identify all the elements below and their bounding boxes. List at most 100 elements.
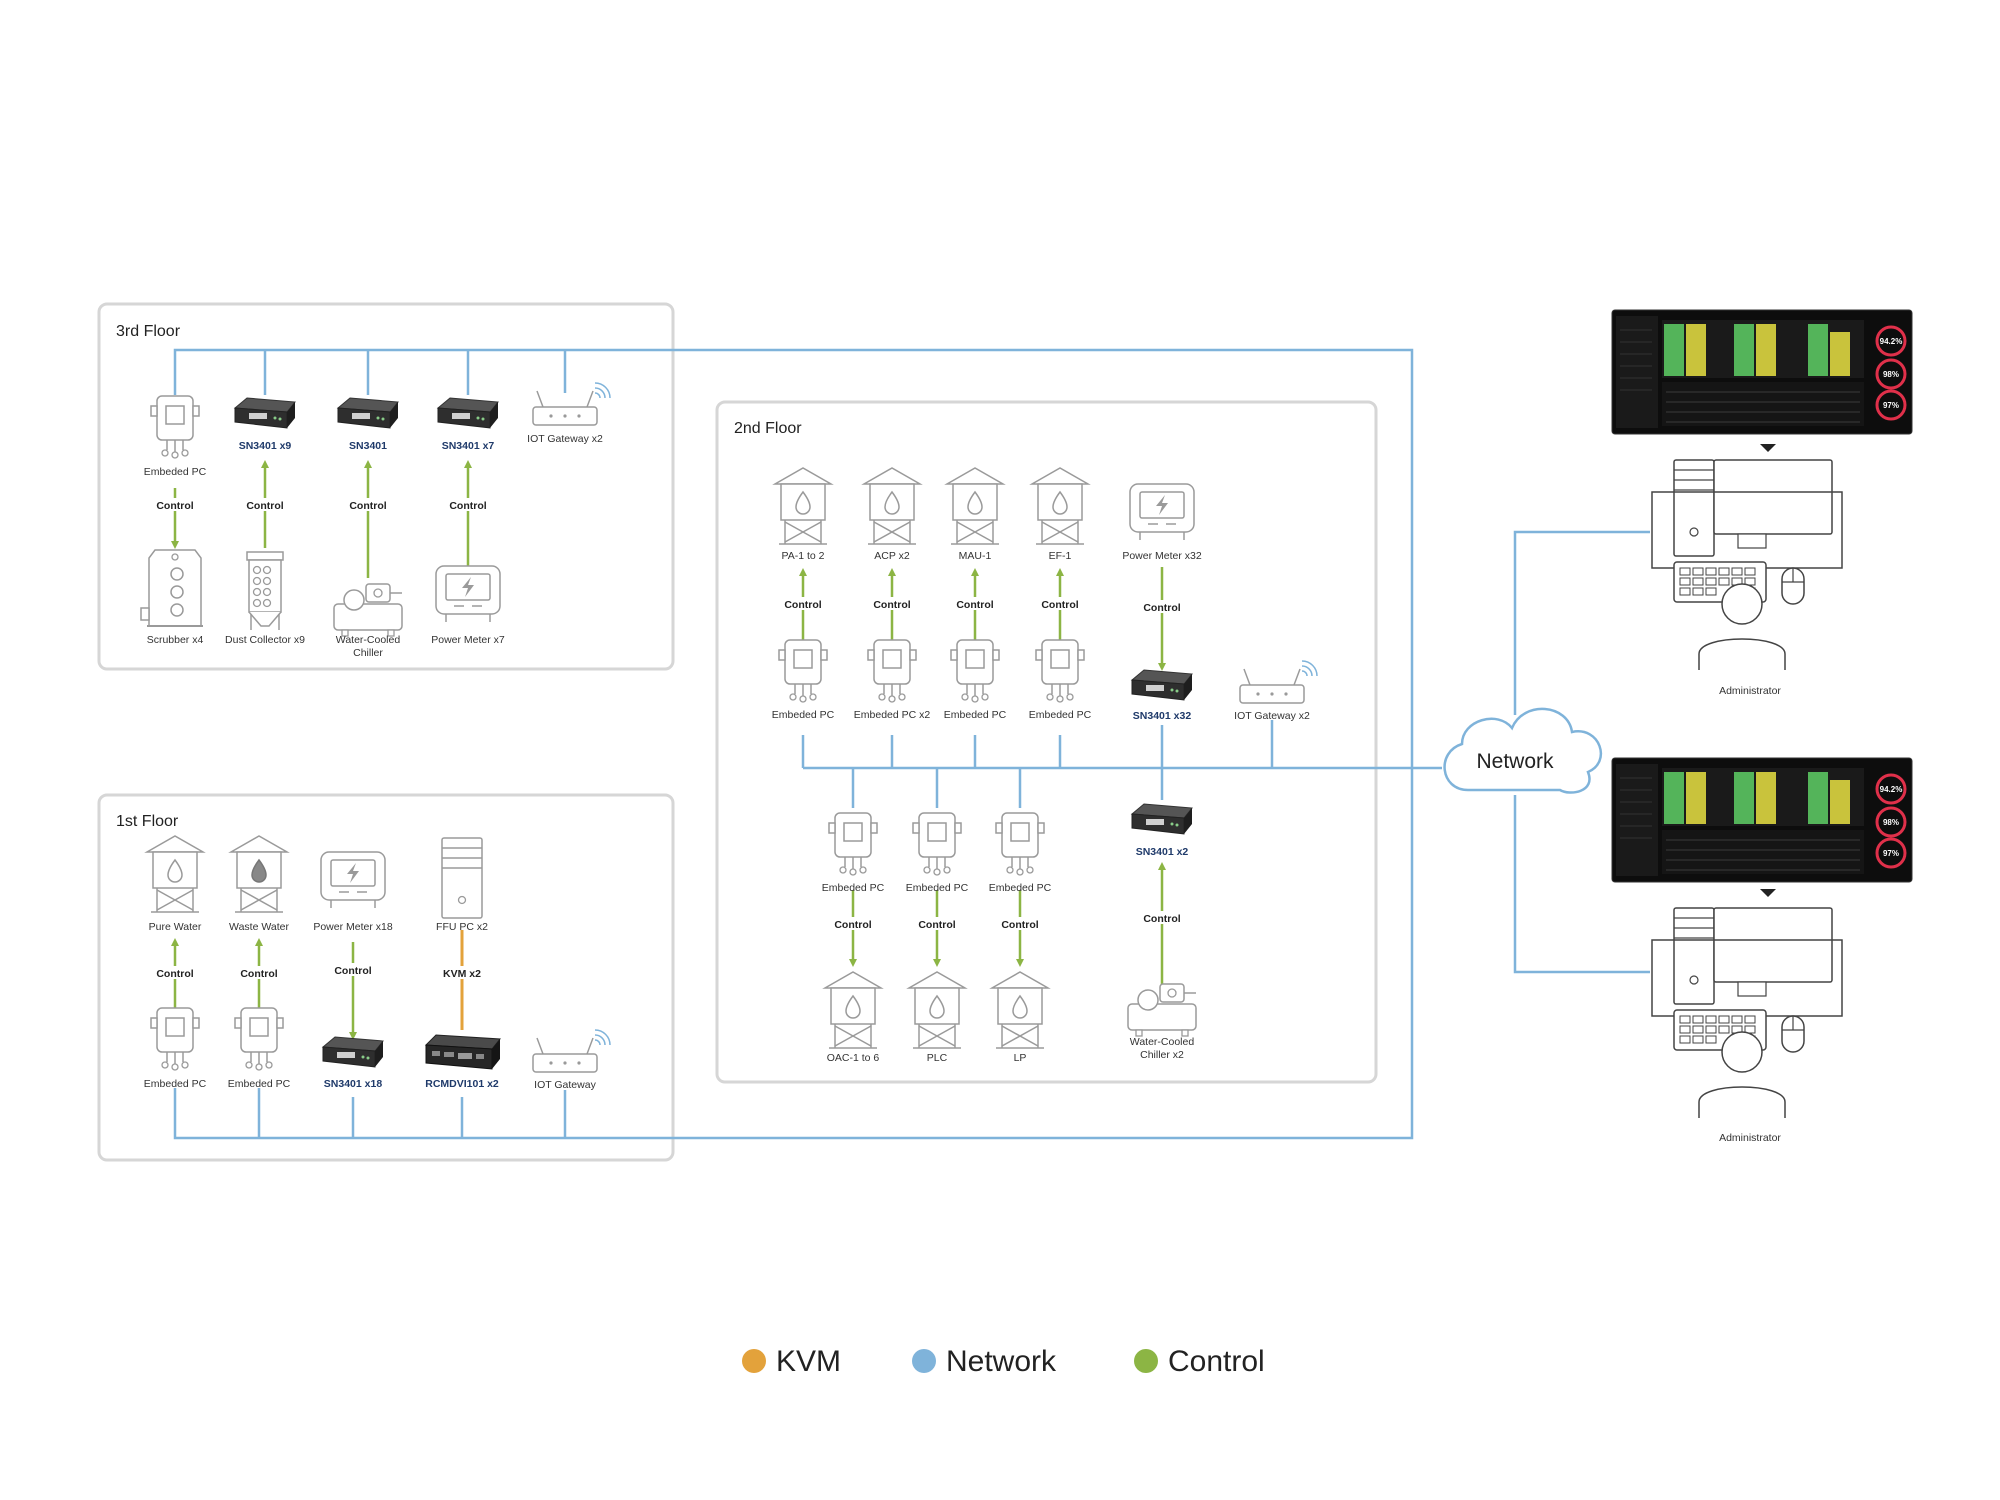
control-links	[171, 460, 1166, 1040]
legend-network-label: Network	[946, 1345, 1057, 1378]
third-iot-gateway-icon	[532, 382, 611, 426]
second-pc-4-icon	[1035, 639, 1085, 703]
first-iot-gateway-label: IOT Gateway	[534, 1079, 596, 1091]
dashboard-2-gauge-1-value: 94.2%	[1880, 785, 1903, 794]
dashboard-2-gauge-3-value: 97%	[1883, 849, 1899, 858]
legend-kvm-label: KVM	[776, 1345, 841, 1378]
dashboard-2-pointer-icon	[1760, 889, 1776, 897]
rcmdvi101-label: RCMDVI101 x2	[425, 1078, 499, 1090]
scrubber-label: Scrubber x4	[147, 634, 204, 646]
tower-oac-icon	[824, 971, 882, 1049]
dashboard-1-gauge-1-value: 94.2%	[1880, 337, 1903, 346]
second-floor-panel	[715, 400, 1378, 1084]
legend-control-label: Control	[1168, 1345, 1265, 1378]
dust-collector-icon	[246, 551, 284, 631]
dashboard-1-gauge-3-value: 97%	[1883, 401, 1899, 410]
second-pc-3-label: Embeded PC	[944, 709, 1007, 721]
first-pc-a-icon	[150, 1007, 200, 1071]
first-power-meter-label: Power Meter x18	[313, 921, 393, 933]
scrubber-icon	[140, 549, 204, 627]
second-iot-gateway-icon	[1239, 660, 1318, 704]
dashboard-1-gauges: 94.2% 98% 97%	[1875, 325, 1907, 421]
third-chiller-label-1: Water-Cooled	[336, 634, 401, 646]
admin-workstation-2-icon	[1651, 907, 1843, 1119]
network-cloud-icon	[1443, 707, 1603, 794]
third-sn3401-b-icon	[337, 397, 399, 429]
second-pc-4-label: Embeded PC	[1029, 709, 1092, 721]
third-sn3401-b-label: SN3401	[349, 440, 387, 452]
ffu-pc-icon	[441, 837, 483, 919]
second-control-label-8: Control	[1001, 919, 1038, 931]
dashboard-2-gauges: 94.2% 98% 97%	[1875, 773, 1907, 869]
second-control-label-6: Control	[834, 919, 871, 931]
second-sn3401-top-label: SN3401 x32	[1133, 710, 1192, 722]
second-pc-3-icon	[950, 639, 1000, 703]
second-control-label-5: Control	[1143, 602, 1180, 614]
admin-2-label: Administrator	[1719, 1132, 1781, 1144]
tower-ef-label: EF-1	[1049, 550, 1072, 562]
network-links	[173, 348, 1650, 1140]
second-mid-pc-3-icon	[995, 812, 1045, 876]
third-control-label-2: Control	[246, 500, 283, 512]
third-control-label-3: Control	[349, 500, 386, 512]
dust-collector-label: Dust Collector x9	[225, 634, 305, 646]
tower-acp-label: ACP x2	[874, 550, 910, 562]
second-pc-1-label: Embeded PC	[772, 709, 835, 721]
third-power-meter-icon	[435, 565, 501, 623]
second-sn3401-top-icon	[1131, 669, 1193, 701]
first-control-label-3: Control	[334, 965, 371, 977]
legend: KVM Network Control	[742, 1345, 1265, 1378]
third-embedded-pc-label: Embeded PC	[144, 466, 207, 478]
tower-lp-label: LP	[1014, 1052, 1027, 1064]
third-iot-gateway-label: IOT Gateway x2	[527, 433, 603, 445]
tower-oac-label: OAC-1 to 6	[827, 1052, 880, 1064]
second-control-label-1: Control	[784, 599, 821, 611]
tower-mau-label: MAU-1	[959, 550, 992, 562]
waste-water-tower-icon	[230, 835, 288, 913]
third-power-meter-label: Power Meter x7	[431, 634, 505, 646]
second-mid-pc-2-label: Embeded PC	[906, 882, 969, 894]
second-floor-title: 2nd Floor	[734, 420, 802, 437]
waste-water-label: Waste Water	[229, 921, 289, 933]
third-sn3401-c-label: SN3401 x7	[442, 440, 495, 452]
tower-plc-icon	[908, 971, 966, 1049]
second-sn3401-bottom-label: SN3401 x2	[1136, 846, 1189, 858]
second-control-label-7: Control	[918, 919, 955, 931]
dashboard-2-gauge-2-value: 98%	[1883, 818, 1899, 827]
admin-workstation-1-icon	[1651, 459, 1843, 671]
second-control-label-2: Control	[873, 599, 910, 611]
legend-kvm-swatch	[742, 1349, 766, 1373]
dashboard-1-pointer-icon	[1760, 444, 1776, 452]
third-chiller-label-2: Chiller	[353, 647, 383, 659]
tower-lp-icon	[991, 971, 1049, 1049]
second-power-meter-icon	[1129, 483, 1195, 541]
dashboard-1-gauge-2-value: 98%	[1883, 370, 1899, 379]
network-cloud-label: Network	[1476, 750, 1554, 773]
tower-mau-icon	[946, 467, 1004, 545]
second-control-label-3: Control	[956, 599, 993, 611]
dashboard-screen-1	[1611, 309, 1913, 435]
third-control-label-1: Control	[156, 500, 193, 512]
second-power-meter-label: Power Meter x32	[1122, 550, 1202, 562]
second-chiller-label-2: Chiller x2	[1140, 1049, 1184, 1061]
third-sn3401-a-label: SN3401 x9	[239, 440, 292, 452]
pure-water-label: Pure Water	[149, 921, 202, 933]
first-power-meter-icon	[320, 851, 386, 909]
first-pc-b-icon	[234, 1007, 284, 1071]
first-floor-title: 1st Floor	[116, 813, 179, 830]
pure-water-tower-icon	[146, 835, 204, 913]
kvm-link-label: KVM x2	[443, 968, 481, 980]
second-chiller-icon	[1127, 983, 1197, 1037]
second-control-label-4: Control	[1041, 599, 1078, 611]
third-embedded-pc-icon	[150, 395, 200, 459]
second-mid-pc-1-label: Embeded PC	[822, 882, 885, 894]
tower-pa-icon	[774, 467, 832, 545]
first-control-label-1: Control	[156, 968, 193, 980]
first-sn3401-label: SN3401 x18	[324, 1078, 383, 1090]
first-sn3401-icon	[322, 1036, 384, 1068]
first-pc-b-label: Embeded PC	[228, 1078, 291, 1090]
second-iot-gateway-label: IOT Gateway x2	[1234, 710, 1310, 722]
third-floor-title: 3rd Floor	[116, 323, 181, 340]
third-sn3401-a-icon	[234, 397, 296, 429]
second-chiller-label-1: Water-Cooled	[1130, 1036, 1195, 1048]
